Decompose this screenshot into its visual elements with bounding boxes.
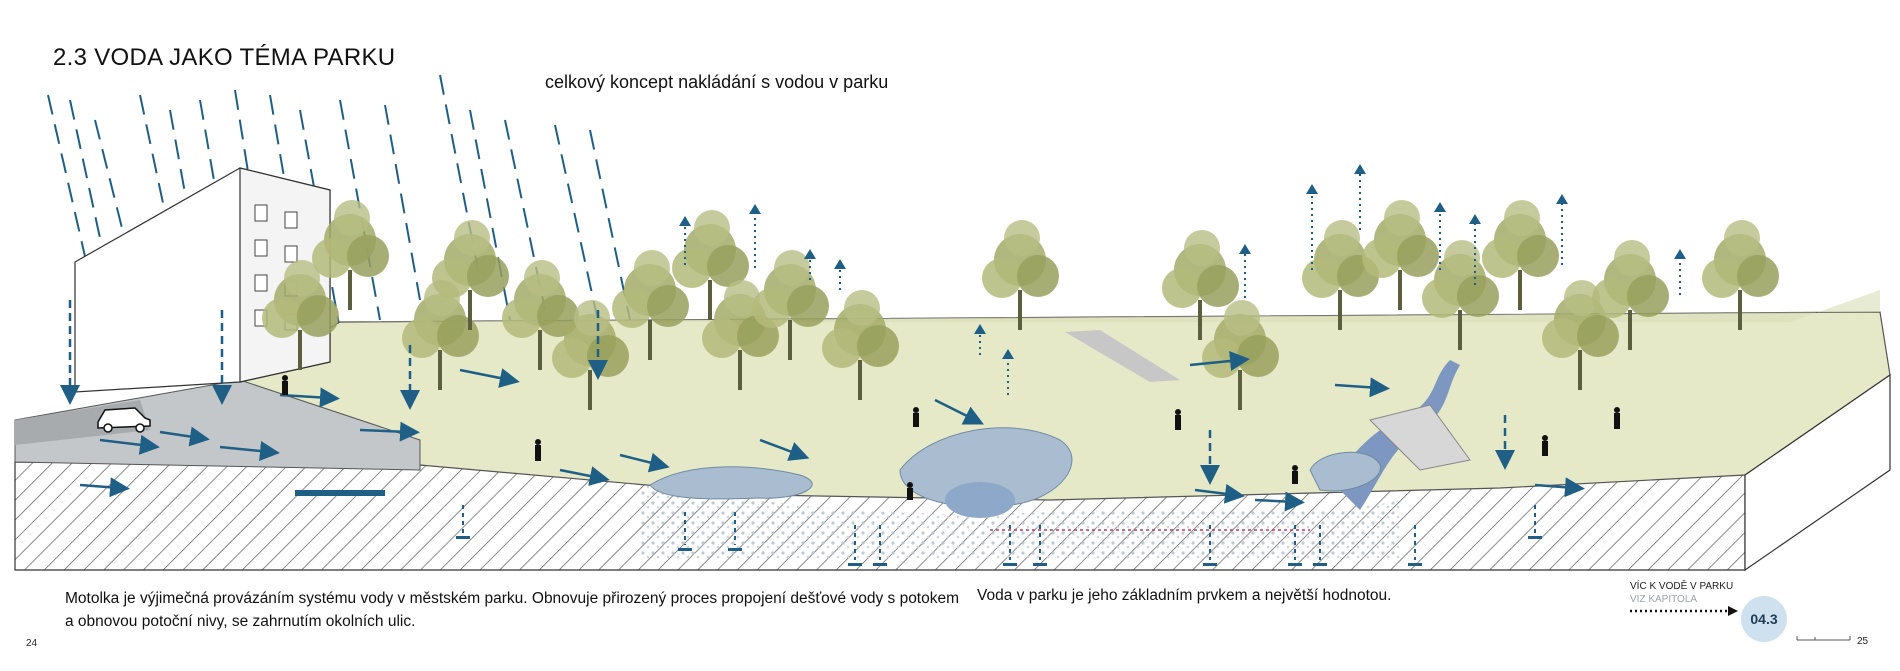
car (97, 407, 151, 433)
evaporation-arrows (684, 170, 1681, 395)
more-link[interactable]: VÍC K VODĚ V PARKU VIZ KAPITOLA (1630, 580, 1733, 606)
caption-left: Motolka je výjimečná provázáním systému … (65, 590, 960, 630)
pond-3 (1309, 451, 1381, 492)
scale-bar-icon (1796, 636, 1851, 641)
dotted-arrow-icon (1630, 606, 1738, 616)
more-link-subtitle: VIZ KAPITOLA (1630, 594, 1698, 605)
street (14, 379, 421, 471)
people (282, 375, 1620, 500)
chapter-badge[interactable]: 04.3 (1741, 596, 1787, 642)
page-number-left: 24 (26, 638, 38, 649)
runoff-arrows (79, 351, 1585, 512)
caption-right: Voda v parku je jeho základním prvkem a … (977, 587, 1392, 604)
page-number-right: 25 (1857, 636, 1869, 647)
pond-1 (649, 466, 813, 500)
evaporation-arrowheads (679, 164, 1686, 359)
page-heading: 2.3 VODA JAKO TÉMA PARKU (53, 44, 396, 71)
diagram-subtitle: celkový koncept nakládání s vodou v park… (545, 72, 889, 92)
more-link-title: VÍC K VODĚ V PARKU (1630, 581, 1734, 592)
infiltration-arrows (462, 505, 1536, 560)
park-back-edge (340, 290, 1880, 322)
gravel-layer (640, 480, 1400, 560)
pond-2 (899, 427, 1073, 508)
